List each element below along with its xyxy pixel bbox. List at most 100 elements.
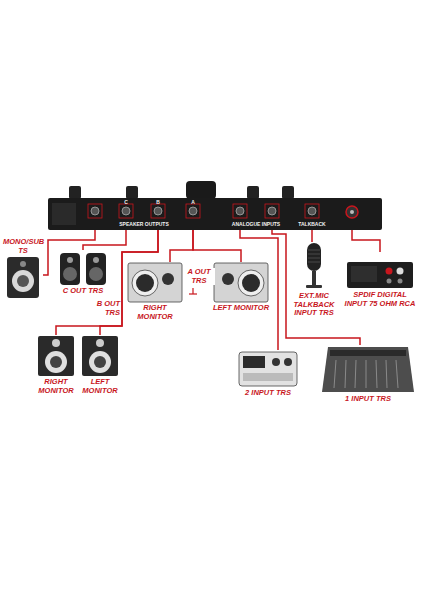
illustration-part bbox=[12, 270, 34, 292]
illustration-part bbox=[91, 207, 99, 215]
illustration-part bbox=[242, 274, 260, 292]
device-label: C OUT TRS bbox=[56, 287, 110, 296]
mixer-node: 1 INPUT TRS bbox=[320, 345, 416, 404]
illustration-part bbox=[45, 351, 67, 373]
illustration-part bbox=[214, 263, 268, 302]
illustration-part bbox=[192, 288, 193, 294]
illustration-part bbox=[396, 360, 398, 388]
illustration-part bbox=[162, 273, 174, 285]
device-label: 2 INPUT TRS bbox=[236, 389, 300, 398]
illustration-part bbox=[186, 204, 200, 218]
spdif-node: SPDIF DIGITAL INPUT 75 OHM RCA bbox=[344, 252, 416, 308]
controller-body bbox=[48, 198, 382, 230]
controller-knobs bbox=[69, 181, 294, 199]
studio-monitors-b bbox=[38, 336, 118, 376]
output-label: A OUT TRS bbox=[183, 268, 215, 285]
illustration-part bbox=[52, 339, 60, 347]
illustration-part bbox=[93, 257, 99, 263]
signal-cable bbox=[170, 230, 193, 262]
illustration-part bbox=[96, 339, 104, 347]
illustration-part bbox=[366, 360, 367, 388]
illustration-part bbox=[52, 203, 76, 225]
illustration-part bbox=[50, 356, 62, 368]
signal-cable bbox=[83, 230, 126, 250]
illustration-part bbox=[386, 360, 387, 388]
illustration-part bbox=[151, 204, 165, 218]
monitor-node: RIGHT MONITOR bbox=[126, 262, 184, 321]
illustration-part bbox=[91, 207, 316, 215]
interface-node: 2 INPUT TRS bbox=[236, 350, 300, 398]
illustration-part bbox=[119, 204, 133, 218]
panel-label: C bbox=[124, 199, 128, 205]
spdif-device bbox=[347, 262, 413, 288]
monitor-node: LEFT MONITOR bbox=[212, 262, 270, 313]
illustration-part bbox=[312, 271, 316, 285]
device-label: LEFT MONITOR bbox=[80, 378, 120, 395]
illustration-part bbox=[20, 261, 26, 267]
illustration-part bbox=[88, 204, 319, 218]
illustration-part bbox=[308, 250, 320, 251]
illustration-part bbox=[238, 270, 264, 296]
panel-label: ANALOGUE INPUTS bbox=[232, 221, 280, 227]
illustration-part bbox=[345, 360, 346, 388]
illustration-part bbox=[282, 186, 294, 199]
illustration-part bbox=[305, 204, 319, 218]
illustration-part bbox=[236, 207, 244, 215]
illustration-part bbox=[355, 360, 356, 388]
illustration-part bbox=[387, 279, 392, 284]
illustration-part bbox=[82, 336, 118, 376]
illustration-part bbox=[398, 279, 403, 284]
output-label: B OUT TRS bbox=[82, 300, 121, 317]
small-speakers bbox=[60, 253, 106, 285]
signal-cable bbox=[193, 230, 241, 262]
device-label: RIGHT MONITOR bbox=[36, 378, 76, 395]
mixing-console bbox=[322, 347, 414, 392]
signal-cable bbox=[240, 230, 278, 350]
illustration-part bbox=[351, 266, 377, 282]
device-label: SPDIF DIGITAL INPUT 75 OHM RCA bbox=[344, 291, 416, 308]
illustration-part bbox=[88, 204, 102, 218]
signal-cable bbox=[43, 230, 95, 275]
panel-label: B bbox=[156, 199, 160, 205]
microphone-node: EXT.MIC TALKBACK INPUT TRS bbox=[291, 242, 337, 318]
illustration-part bbox=[48, 198, 382, 230]
illustration-part bbox=[186, 181, 216, 199]
panel-label: SPEAKER OUTPUTS bbox=[119, 221, 168, 227]
illustration-part bbox=[38, 336, 74, 376]
illustration-part bbox=[334, 360, 398, 388]
signal-cable bbox=[272, 230, 360, 345]
illustration-part bbox=[346, 206, 358, 218]
illustration-part bbox=[132, 270, 158, 296]
illustration-part bbox=[308, 254, 320, 255]
subwoofer bbox=[7, 257, 39, 298]
device-label: 1 INPUT TRS bbox=[320, 395, 416, 404]
illustration-part bbox=[60, 253, 80, 285]
illustration-part bbox=[239, 352, 297, 386]
illustration-part bbox=[308, 258, 320, 259]
illustration-part bbox=[63, 267, 77, 281]
monitor-node: RIGHT MONITOR bbox=[36, 335, 76, 395]
signal-cable bbox=[352, 230, 380, 252]
illustration-part bbox=[308, 262, 320, 263]
device-label: EXT.MIC TALKBACK INPUT TRS bbox=[291, 292, 337, 318]
a-out-stub bbox=[189, 288, 197, 294]
illustration-part bbox=[67, 257, 73, 263]
illustration-part bbox=[128, 263, 182, 302]
illustration-part bbox=[397, 268, 404, 275]
panel-label: A bbox=[191, 199, 195, 205]
monitor-node: LEFT MONITOR bbox=[80, 335, 120, 395]
illustration-part bbox=[376, 360, 377, 388]
device-label: MONO/SUB TS bbox=[3, 238, 43, 255]
illustration-part bbox=[347, 262, 413, 288]
device-label: RIGHT MONITOR bbox=[126, 304, 184, 321]
illustration-part bbox=[233, 204, 247, 218]
signal-cable bbox=[311, 230, 313, 242]
illustration-part bbox=[89, 267, 103, 281]
illustration-part bbox=[126, 186, 138, 199]
illustration-part bbox=[322, 347, 414, 392]
illustration-part bbox=[136, 274, 154, 292]
controller-panel: SPEAKER OUTPUTSANALOGUE INPUTSTALKBACKCB… bbox=[48, 198, 382, 230]
illustration-part bbox=[222, 273, 234, 285]
illustration-part bbox=[350, 210, 354, 214]
